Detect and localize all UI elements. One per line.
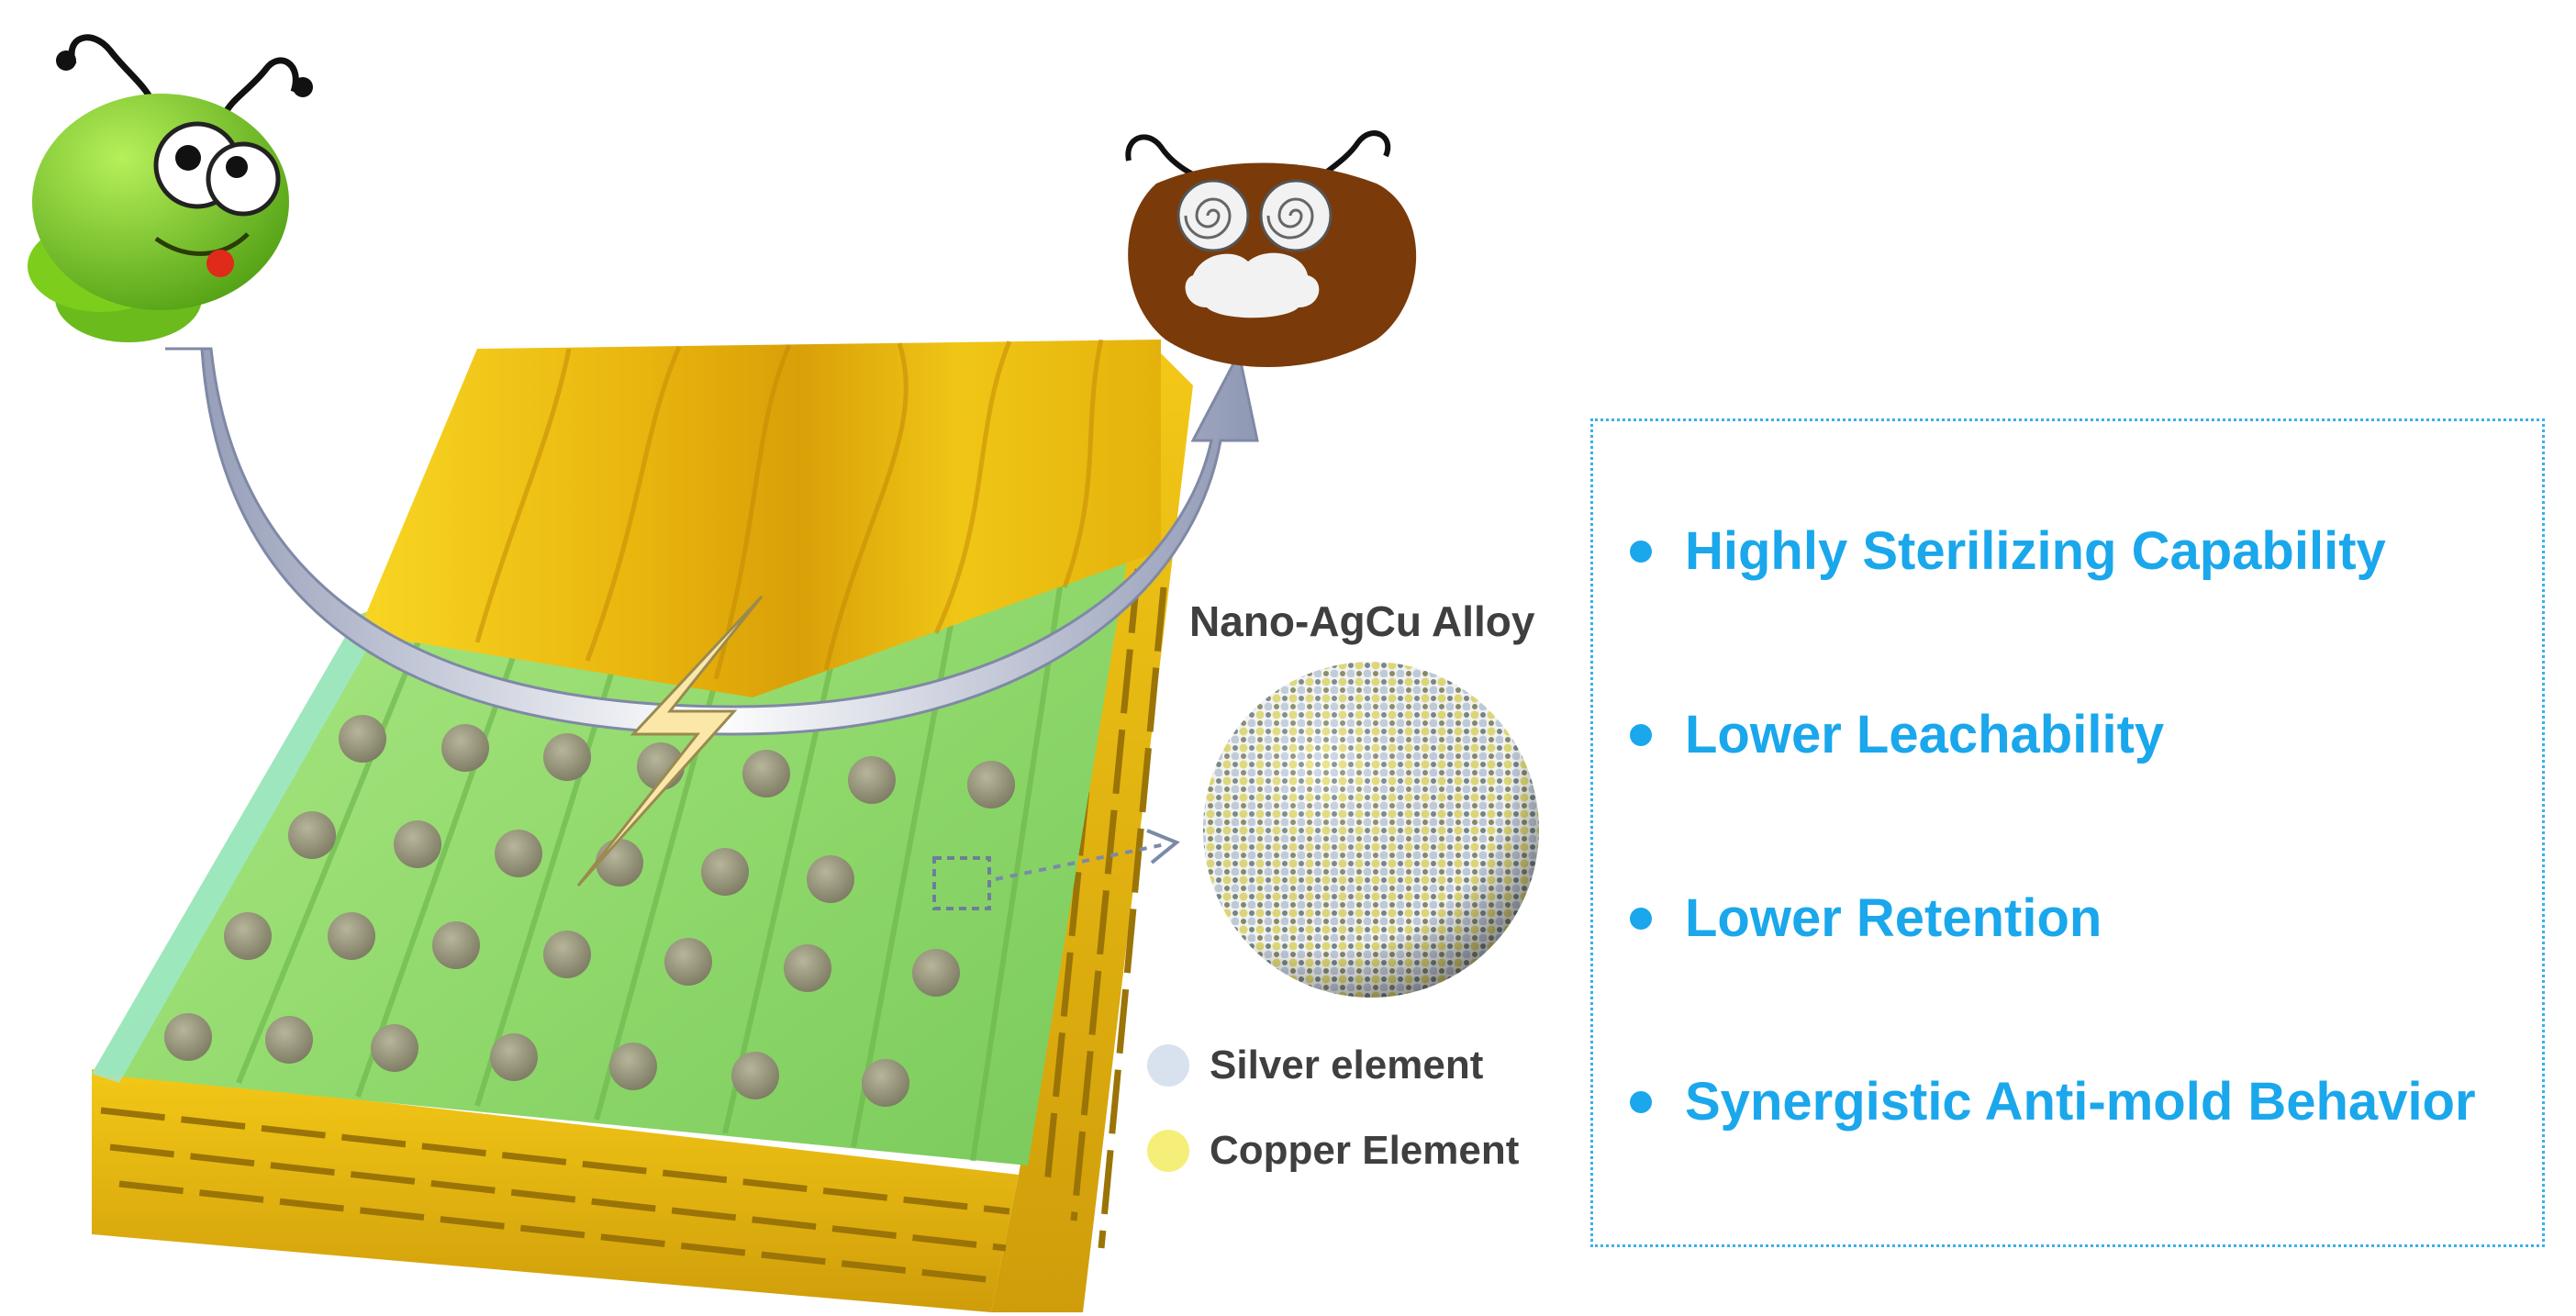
bullet-icon <box>1630 723 1652 746</box>
copper-swatch <box>1147 1130 1189 1172</box>
wood-grain <box>474 339 1104 680</box>
legend-silver-label: Silver element <box>1210 1043 1484 1087</box>
lightning-icon <box>576 595 764 887</box>
feature-box: Highly Sterilizing Capability Lower Leac… <box>1590 418 2545 1247</box>
feature-item: Lower Retention <box>1630 887 2102 949</box>
feature-item: Synergistic Anti-mold Behavior <box>1630 1071 2476 1132</box>
feature-text: Highly Sterilizing Capability <box>1685 521 2386 581</box>
legend-silver: Silver element <box>1147 1040 1483 1091</box>
moldy-bug-icon <box>1125 130 1417 367</box>
legend-copper: Copper Element <box>1147 1125 1519 1177</box>
feature-item: Lower Leachability <box>1630 704 2164 765</box>
legend-copper-label: Copper Element <box>1210 1128 1520 1173</box>
feature-text: Lower Leachability <box>1685 705 2165 764</box>
bullet-icon <box>1630 540 1652 563</box>
selected-particle-box <box>932 856 991 910</box>
bullet-icon <box>1630 1090 1652 1113</box>
nano-alloy-title: Nano-AgCu Alloy <box>1189 597 1535 645</box>
nano-alloy-sphere <box>1203 662 1539 998</box>
zoom-connector <box>995 829 1180 881</box>
feature-text: Lower Retention <box>1685 888 2102 948</box>
wood-yellow-top <box>358 340 1161 697</box>
bullet-icon <box>1630 907 1652 930</box>
nanoparticles <box>164 715 1015 1107</box>
silver-swatch <box>1147 1044 1189 1087</box>
feature-text: Synergistic Anti-mold Behavior <box>1685 1072 2476 1132</box>
healthy-bug-icon <box>28 34 313 342</box>
wood-block <box>92 339 1193 1312</box>
feature-item: Highly Sterilizing Capability <box>1630 520 2386 582</box>
